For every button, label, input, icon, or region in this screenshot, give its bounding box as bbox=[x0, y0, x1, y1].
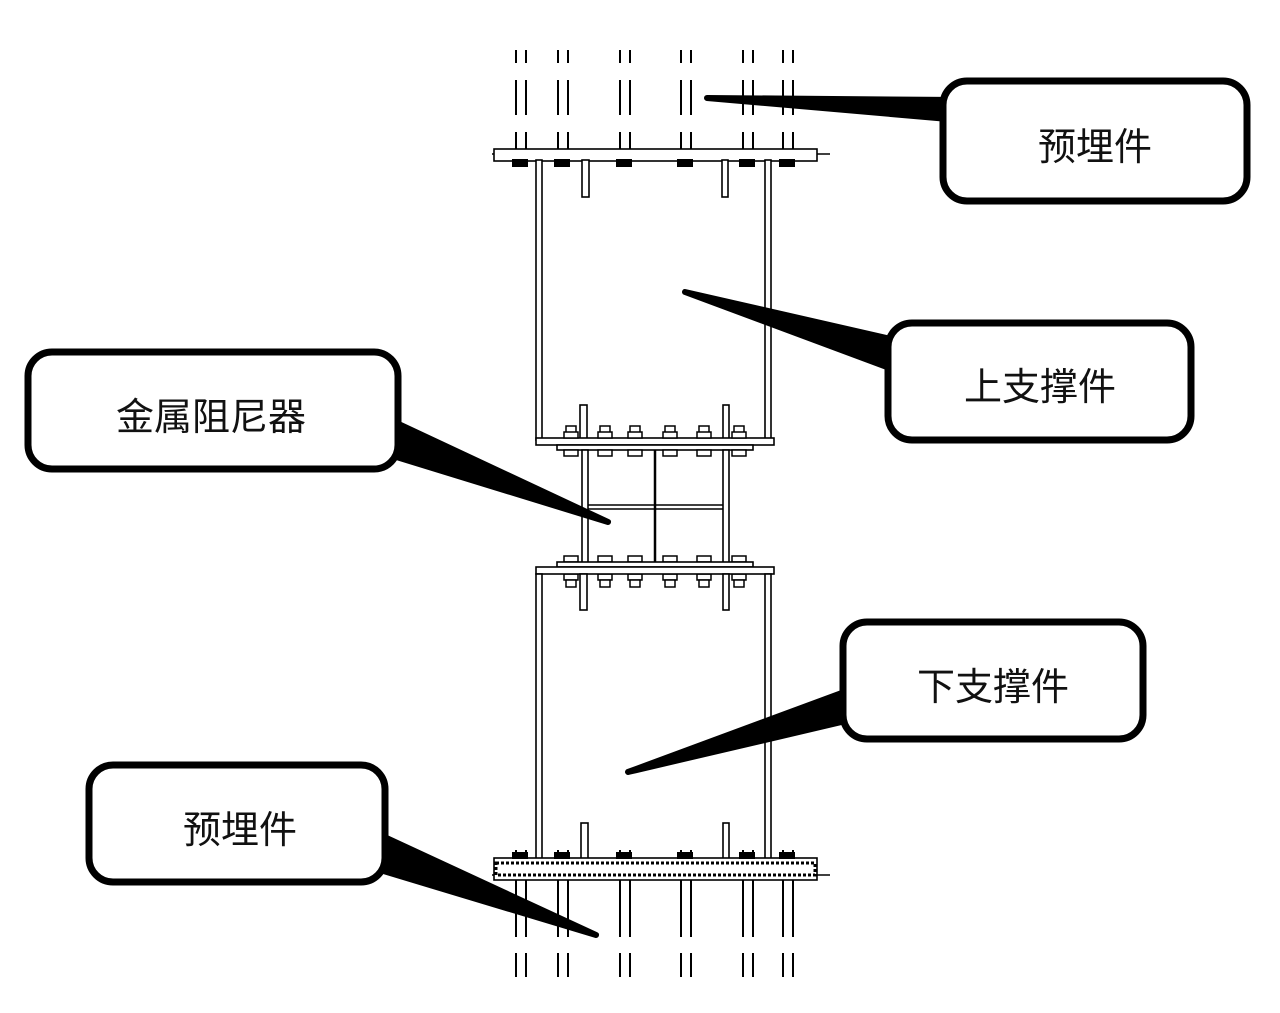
anchor-nut bbox=[512, 852, 528, 859]
callout-embedded-top: 预埋件 bbox=[704, 77, 1251, 205]
damper-nut bbox=[731, 555, 747, 563]
damper-nut bbox=[597, 573, 613, 581]
damper-nut bbox=[696, 449, 712, 457]
damper-nut bbox=[597, 431, 613, 439]
anchor-nut bbox=[554, 159, 570, 167]
callout-lower-support: 下支撑件 bbox=[625, 618, 1147, 775]
damper-nut bbox=[731, 449, 747, 457]
damper-nut bbox=[662, 573, 678, 581]
damper-nut bbox=[597, 555, 613, 563]
damper-nut bbox=[662, 449, 678, 457]
damper-nut bbox=[627, 573, 643, 581]
metal-damper bbox=[581, 449, 730, 566]
label-embedded-top: 预埋件 bbox=[1038, 125, 1152, 169]
callout-embedded-bottom: 预埋件 bbox=[85, 761, 599, 938]
callout-upper-support: 上支撑件 bbox=[682, 289, 1195, 444]
anchor-nut bbox=[677, 159, 693, 167]
label-metal-damper: 金属阻尼器 bbox=[116, 395, 306, 439]
upper-support-frame bbox=[535, 159, 775, 451]
bottom-embedded-plate bbox=[492, 852, 830, 881]
damper-bolt-head bbox=[599, 579, 611, 588]
bottom-anchor-bolts bbox=[515, 850, 794, 977]
lower-support-frame bbox=[535, 561, 775, 861]
damper-nut bbox=[662, 555, 678, 563]
damper-nut bbox=[731, 573, 747, 581]
anchor-nut bbox=[779, 852, 795, 859]
damper-nut bbox=[696, 555, 712, 563]
callout-metal-damper: 金属阻尼器 bbox=[24, 348, 611, 525]
top-anchor-bolts bbox=[515, 50, 794, 162]
label-embedded-bottom: 预埋件 bbox=[183, 808, 297, 852]
anchor-nut bbox=[512, 159, 528, 167]
damper-nut bbox=[597, 449, 613, 457]
damper-nut bbox=[662, 431, 678, 439]
damper-nut bbox=[563, 431, 579, 439]
damper-nut bbox=[696, 431, 712, 439]
damper-nut bbox=[627, 449, 643, 457]
top-embedded-plate bbox=[492, 148, 830, 198]
anchor-nut bbox=[739, 852, 755, 859]
anchor-nut bbox=[554, 852, 570, 859]
label-upper-support: 上支撑件 bbox=[964, 365, 1116, 409]
damper-nut bbox=[627, 431, 643, 439]
damper-nut bbox=[627, 555, 643, 563]
damper-nut bbox=[696, 573, 712, 581]
damper-nut bbox=[731, 431, 747, 439]
anchor-nut bbox=[739, 159, 755, 167]
anchor-nut bbox=[616, 159, 632, 167]
damper-nut bbox=[563, 555, 579, 563]
damper-bolt-head bbox=[733, 579, 745, 588]
damper-nut bbox=[563, 449, 579, 457]
damper-bolt-head bbox=[565, 579, 577, 588]
anchor-nut bbox=[779, 159, 795, 167]
anchor-nut bbox=[677, 852, 693, 859]
label-lower-support: 下支撑件 bbox=[917, 665, 1069, 709]
damper-nut bbox=[563, 573, 579, 581]
anchor-nut bbox=[616, 852, 632, 859]
damper-bolts bbox=[563, 425, 747, 588]
damper-bolt-head bbox=[698, 579, 710, 588]
damper-bolt-head bbox=[664, 579, 676, 588]
damper-bolt-head bbox=[629, 579, 641, 588]
